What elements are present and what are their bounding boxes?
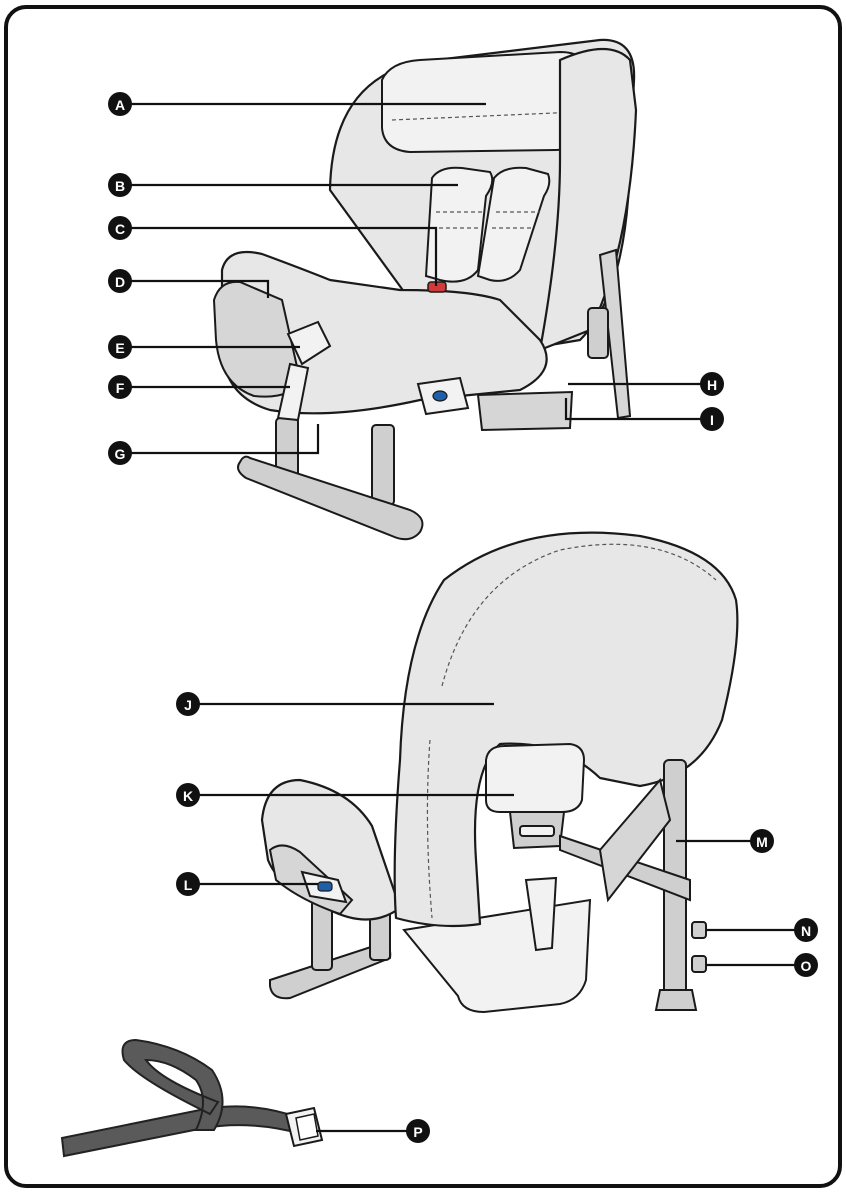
label-C-text: C: [115, 221, 125, 237]
label-H-text: H: [707, 377, 717, 393]
release-button-icon: [433, 391, 447, 401]
label-F: F: [108, 375, 132, 399]
label-P: P: [406, 1119, 430, 1143]
label-M-text: M: [756, 834, 768, 850]
label-O: O: [794, 953, 818, 977]
label-A: A: [108, 92, 132, 116]
label-P-text: P: [413, 1124, 422, 1140]
label-D: D: [108, 269, 132, 293]
label-E-text: E: [115, 340, 124, 356]
label-A-text: A: [115, 97, 125, 113]
rear-view-seat: [262, 533, 737, 1012]
label-B-text: B: [115, 178, 125, 194]
label-L-text: L: [184, 877, 193, 893]
front-view-seat: [214, 40, 636, 539]
label-M: M: [750, 829, 774, 853]
label-E: E: [108, 335, 132, 359]
rear-release-button-icon: [318, 882, 332, 891]
label-I: I: [700, 407, 724, 431]
label-K-text: K: [183, 788, 193, 804]
label-C: C: [108, 216, 132, 240]
label-H: H: [700, 372, 724, 396]
label-B: B: [108, 173, 132, 197]
label-G-text: G: [115, 446, 126, 462]
tether-strap: [62, 1040, 322, 1156]
label-K: K: [176, 783, 200, 807]
label-G: G: [108, 441, 132, 465]
label-F-text: F: [116, 380, 125, 396]
label-I-text: I: [710, 412, 714, 428]
label-O-text: O: [801, 958, 812, 974]
label-N-text: N: [801, 923, 811, 939]
label-J-text: J: [184, 697, 192, 713]
label-N: N: [794, 918, 818, 942]
label-D-text: D: [115, 274, 125, 290]
label-L: L: [176, 872, 200, 896]
label-J: J: [176, 692, 200, 716]
